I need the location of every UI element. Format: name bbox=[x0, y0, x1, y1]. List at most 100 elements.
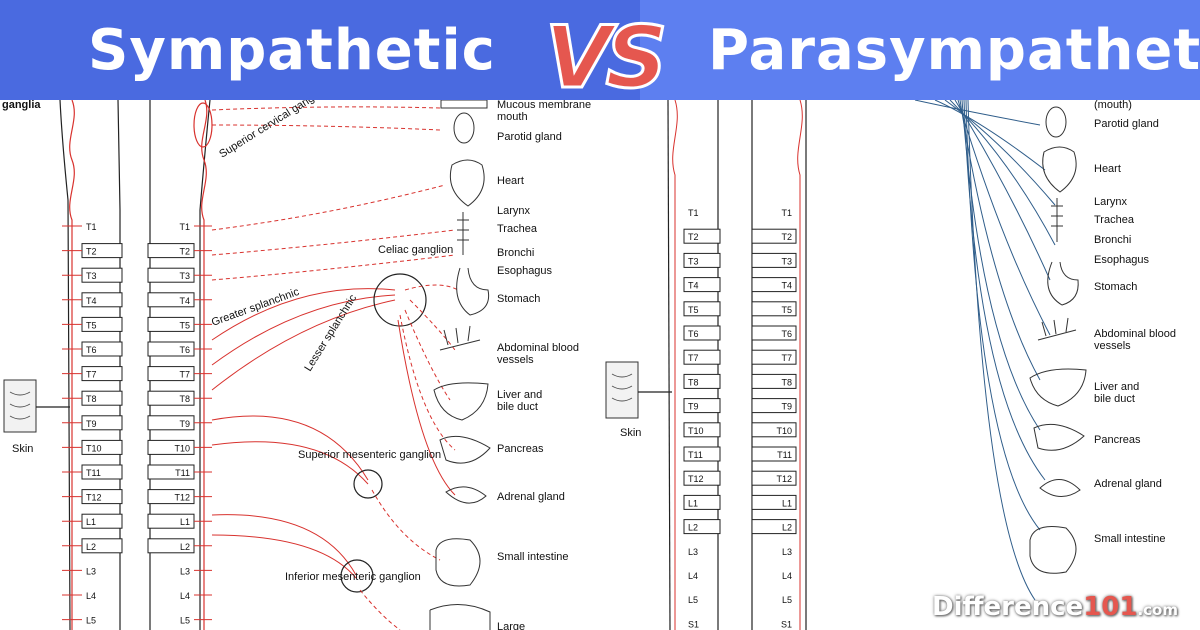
sym-vertebra-l1-0: L1 bbox=[86, 517, 96, 527]
para-organ-label-0: (mouth) bbox=[1094, 99, 1132, 111]
ganglia-label: ganglia bbox=[2, 99, 41, 111]
para-organ-label-1: Parotid gland bbox=[1094, 118, 1159, 130]
sym-vertebra-t5-0: T5 bbox=[86, 320, 97, 330]
vs-badge: VS bbox=[544, 7, 669, 110]
sym-organ-label-10: Pancreas bbox=[497, 443, 544, 455]
sym-organ-label-6: Esophagus bbox=[497, 265, 553, 277]
sym-vertebra-t2-0: T2 bbox=[86, 247, 97, 257]
sympathetic-diagram bbox=[3, 100, 491, 630]
para-vertebra-t9-1: T9 bbox=[781, 402, 792, 412]
brand-logo: Difference101.com bbox=[932, 592, 1178, 622]
para-vertebra-t2-0: T2 bbox=[688, 232, 699, 242]
sym-vertebra-l1-1: L1 bbox=[180, 517, 190, 527]
para-vertebra-l2-1: L2 bbox=[782, 523, 792, 533]
sym-vertebra-t7-1: T7 bbox=[179, 370, 190, 380]
sym-vertebra-t12-1: T12 bbox=[174, 493, 190, 503]
para-vertebra-t8-1: T8 bbox=[781, 377, 792, 387]
para-vertebra-l3-1: L3 bbox=[782, 547, 792, 557]
sym-vertebra-t10-1: T10 bbox=[174, 443, 190, 453]
sym-vertebra-t8-0: T8 bbox=[86, 394, 97, 404]
para-vertebra-t5-0: T5 bbox=[688, 305, 699, 315]
sym-organ-label-13: Large bbox=[497, 621, 525, 630]
sym-vertebra-t6-1: T6 bbox=[179, 345, 190, 355]
sym-organ-label-4: Trachea bbox=[497, 223, 538, 235]
sympathetic-title: Sympathetic bbox=[88, 18, 496, 83]
para-vertebra-t7-0: T7 bbox=[688, 353, 699, 363]
vs-text: VS bbox=[544, 7, 669, 110]
para-vertebra-t11-1: T11 bbox=[777, 450, 792, 460]
sym-organ-label-11: Adrenal gland bbox=[497, 491, 565, 503]
sym-vertebra-l2-1: L2 bbox=[180, 542, 190, 552]
para-organ-label-4: Trachea bbox=[1094, 214, 1135, 226]
para-vertebra-t12-1: T12 bbox=[776, 474, 792, 484]
sym-vertebra-t4-1: T4 bbox=[179, 296, 190, 306]
sym-vertebra-l4-1: L4 bbox=[180, 591, 190, 601]
sym-vertebra-t4-0: T4 bbox=[86, 296, 97, 306]
para-vertebra-t4-0: T4 bbox=[688, 281, 699, 291]
sym-vertebra-l2-0: L2 bbox=[86, 542, 96, 552]
para-vertebra-t1-0: T1 bbox=[688, 208, 699, 218]
para-organ-label-5: Bronchi bbox=[1094, 234, 1131, 246]
para-vertebra-t11-0: T11 bbox=[688, 450, 703, 460]
brand-number: 101 bbox=[1083, 592, 1138, 622]
para-vertebra-l5-1: L5 bbox=[782, 595, 792, 605]
superior-mesenteric-ganglion-label: Superior mesenteric ganglion bbox=[298, 449, 441, 461]
brand-name: Difference bbox=[931, 592, 1084, 622]
para-organ-label-3: Larynx bbox=[1094, 196, 1128, 208]
sym-vertebra-t5-1: T5 bbox=[179, 320, 190, 330]
para-organ-label-6: Esophagus bbox=[1094, 254, 1150, 266]
sym-vertebra-l3-0: L3 bbox=[86, 566, 96, 576]
sym-vertebra-t2-1: T2 bbox=[179, 247, 190, 257]
sym-vertebra-t8-1: T8 bbox=[179, 394, 190, 404]
para-vertebra-l4-0: L4 bbox=[688, 571, 698, 581]
sym-vertebra-t9-1: T9 bbox=[179, 419, 190, 429]
para-vertebra-t9-0: T9 bbox=[688, 402, 699, 412]
sym-vertebra-l4-0: L4 bbox=[86, 591, 96, 601]
sym-vertebra-t1-0: T1 bbox=[86, 222, 97, 232]
celiac-ganglion-label: Celiac ganglion bbox=[378, 244, 453, 256]
sym-vertebra-t11-1: T11 bbox=[175, 468, 190, 478]
sym-organ-label-2: Heart bbox=[497, 175, 524, 187]
sym-organ-label-12: Small intestine bbox=[497, 551, 569, 563]
sympathetic-skin-label: Skin bbox=[12, 443, 33, 455]
lesser-splanchnic-label: Lesser splanchnic bbox=[302, 292, 359, 373]
para-vertebra-t2-1: T2 bbox=[781, 232, 792, 242]
para-vertebra-s1-0: S1 bbox=[688, 619, 699, 629]
sym-organ-label-1: Parotid gland bbox=[497, 131, 562, 143]
superior-cervical-ganglion-label: Superior cervical ganglion bbox=[217, 83, 331, 160]
header-left-panel bbox=[0, 0, 640, 100]
header-banner: Sympathetic Parasympathetic VS bbox=[0, 0, 1200, 110]
para-organ-label-2: Heart bbox=[1094, 163, 1121, 175]
sym-vertebra-t3-1: T3 bbox=[179, 271, 190, 281]
sym-vertebra-t1-1: T1 bbox=[179, 222, 190, 232]
parasympathetic-organ-labels: (mouth) Parotid glandHeartLarynxTracheaBr… bbox=[1094, 99, 1176, 545]
header-right-panel bbox=[640, 0, 1200, 100]
para-organ-label-10: Pancreas bbox=[1094, 434, 1141, 446]
para-vertebra-t7-1: T7 bbox=[781, 353, 792, 363]
para-vertebra-t6-1: T6 bbox=[781, 329, 792, 339]
para-vertebra-t1-1: T1 bbox=[781, 208, 792, 218]
sym-vertebra-t3-0: T3 bbox=[86, 271, 97, 281]
para-vertebra-l2-0: L2 bbox=[688, 523, 698, 533]
sym-vertebra-l5-0: L5 bbox=[86, 616, 96, 626]
sym-organ-label-3: Larynx bbox=[497, 205, 531, 217]
sym-vertebra-t7-0: T7 bbox=[86, 370, 97, 380]
para-vertebra-l4-1: L4 bbox=[782, 571, 792, 581]
sym-vertebra-l3-1: L3 bbox=[180, 566, 190, 576]
para-vertebra-t3-1: T3 bbox=[781, 256, 792, 266]
sym-organ-label-5: Bronchi bbox=[497, 247, 534, 259]
para-vertebra-l5-0: L5 bbox=[688, 595, 698, 605]
para-vertebra-l1-0: L1 bbox=[688, 498, 698, 508]
para-vertebra-l3-0: L3 bbox=[688, 547, 698, 557]
para-vertebra-t10-0: T10 bbox=[688, 426, 704, 436]
sym-vertebra-t11-0: T11 bbox=[86, 468, 101, 478]
brand-domain: .com bbox=[1137, 601, 1178, 619]
